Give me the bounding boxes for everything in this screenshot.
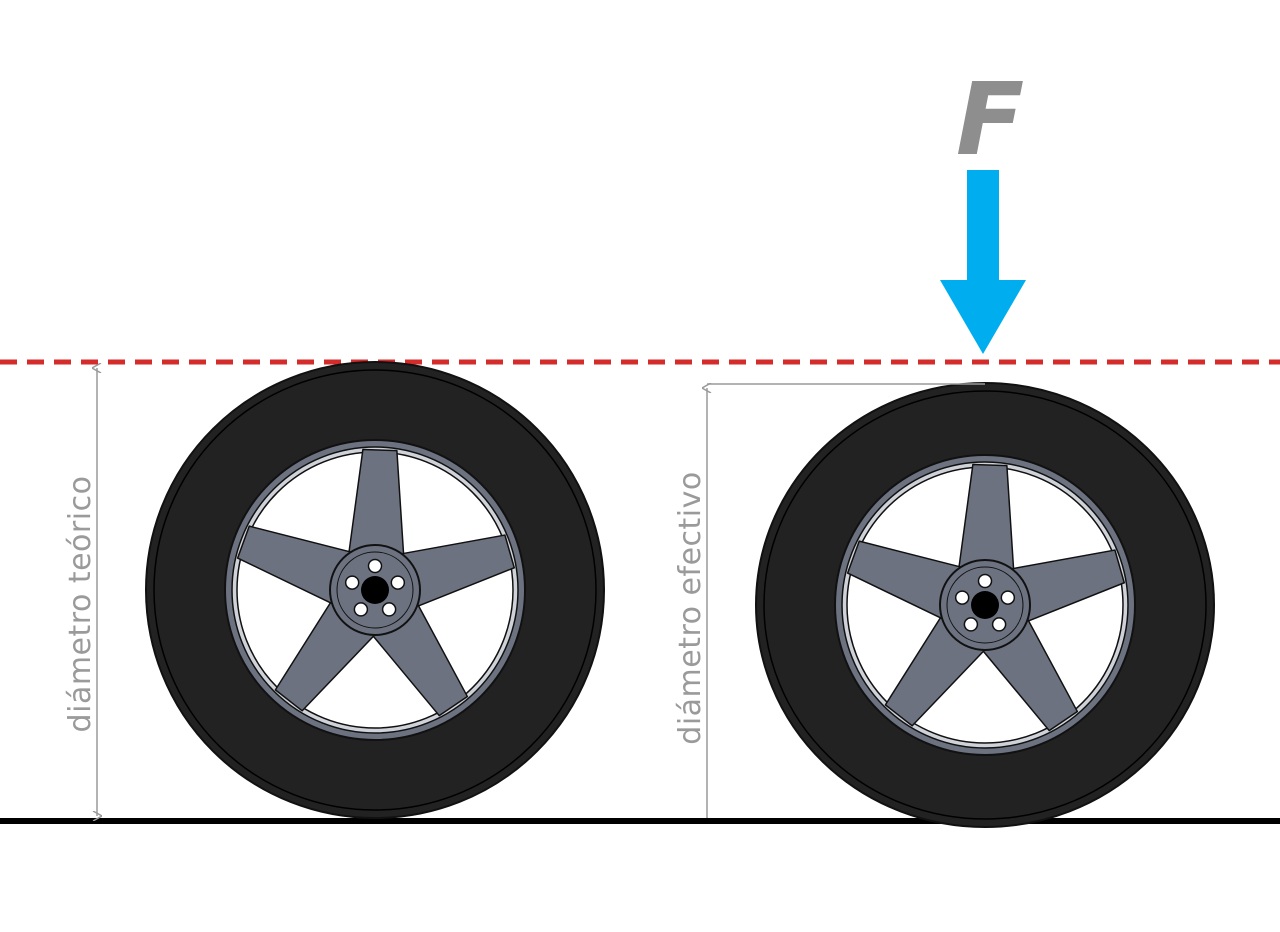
unloaded-wheel: [145, 361, 605, 819]
lug-nut-hole: [381, 602, 397, 617]
lug-nut-hole: [344, 575, 360, 590]
effective-diameter-label: diámetro efectivo: [673, 471, 708, 744]
lug-nut-hole: [977, 573, 993, 589]
hub-ring: [946, 566, 1024, 644]
lug-nut-hole: [963, 617, 979, 632]
lug-nut-hole: [954, 590, 970, 605]
lug-nut-hole: [390, 575, 406, 590]
loaded-wheel: [755, 382, 1215, 828]
lug-nut-hole: [991, 617, 1007, 632]
lug-nut-hole: [353, 602, 369, 617]
down-arrow-icon: [940, 170, 1026, 354]
tire-sidewall-line: [153, 369, 597, 811]
hub-ring: [336, 551, 414, 629]
lug-nut-hole: [1000, 590, 1016, 605]
lug-nut-hole: [367, 558, 383, 574]
tire-sidewall-line: [763, 390, 1207, 820]
force-label: F: [956, 61, 1024, 178]
center-bore: [971, 591, 999, 619]
center-bore: [361, 576, 389, 604]
theoretical-diameter-label: diámetro teórico: [63, 476, 98, 733]
